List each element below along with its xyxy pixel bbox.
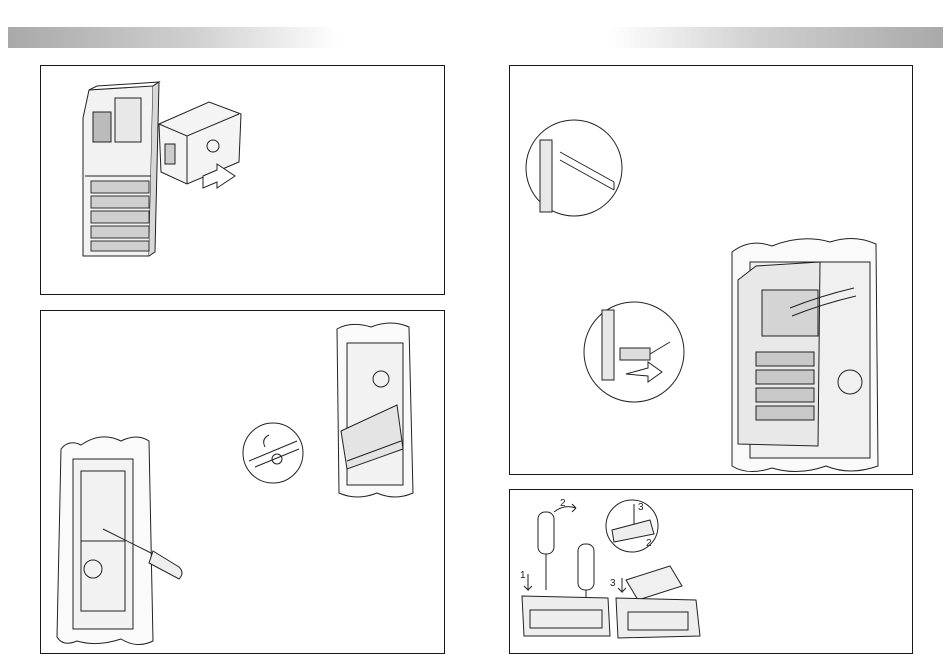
step-label-zoom-2: 2 (646, 538, 652, 549)
step-label-2: 2 (560, 498, 566, 509)
header-bar-right (610, 27, 943, 48)
panel-module-insertion (40, 65, 445, 295)
header-bar-left (8, 27, 340, 48)
panel-cable-connection (509, 65, 913, 475)
module-removal-illustration: 1 2 3 2 3 (510, 490, 912, 653)
svg-text:2: 2 (646, 538, 652, 549)
module-insertion-illustration (41, 66, 444, 294)
panel-module-removal: 1 2 3 2 3 (509, 489, 913, 654)
step-label-3: 3 (610, 578, 616, 589)
cable-connection-illustration (510, 66, 912, 474)
svg-text:1: 1 (520, 570, 526, 581)
step-label-zoom-3: 3 (638, 502, 644, 513)
svg-text:2: 2 (560, 498, 566, 509)
step-label-1: 1 (520, 570, 526, 581)
flush-box-mounting-illustration (41, 311, 444, 653)
svg-text:3: 3 (638, 502, 644, 513)
svg-text:3: 3 (610, 578, 616, 589)
panel-flush-box-mounting (40, 310, 445, 654)
